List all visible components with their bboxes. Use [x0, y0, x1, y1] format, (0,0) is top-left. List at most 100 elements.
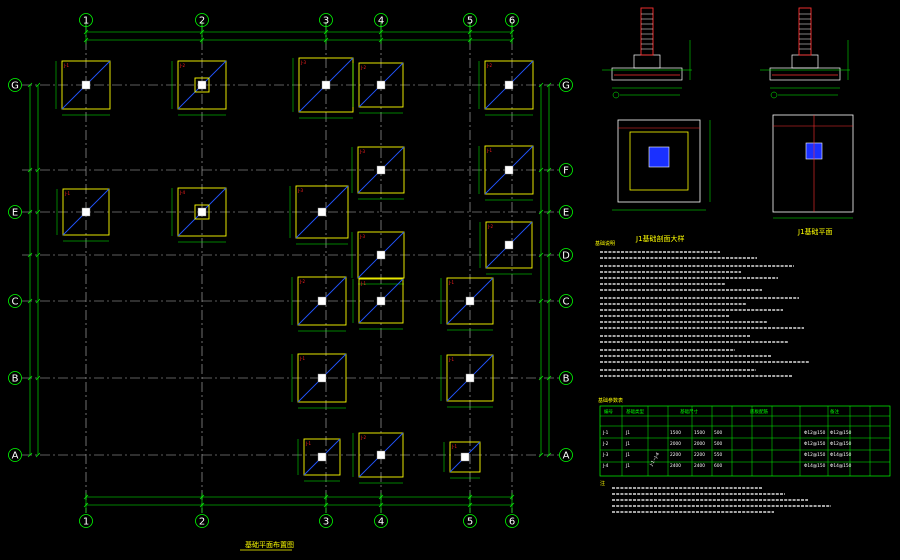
table-header: 编号 — [604, 408, 613, 415]
column-square — [317, 207, 327, 217]
table-header: 基础尺寸 — [680, 408, 698, 415]
table-cell: 2200 — [670, 452, 681, 458]
table-cell: J-1 — [602, 430, 609, 436]
table-cell: 2000 — [670, 441, 681, 447]
column-rebar — [798, 7, 812, 56]
table-cell: J1 — [625, 441, 630, 447]
footing-16: J-1 — [291, 353, 347, 409]
dim-tick — [546, 167, 552, 173]
column-square — [197, 207, 207, 217]
dim-tick — [538, 252, 544, 258]
axis-bubble-1 — [79, 514, 93, 528]
footing-outline — [484, 60, 534, 110]
table-cell: Φ12@150 — [804, 430, 826, 436]
table-cell: J-3 — [602, 452, 609, 458]
axis-bubble-label-G: G — [11, 81, 19, 92]
plan-title: 基础平面布置图 — [245, 540, 294, 549]
column-square — [376, 165, 386, 175]
footing-14: J-1 — [352, 278, 404, 330]
footing-outline — [62, 188, 110, 236]
column-square — [317, 373, 327, 383]
table-title: 基础参数表 — [598, 397, 623, 404]
column-square — [376, 450, 386, 460]
axis-bubble-2 — [195, 514, 209, 528]
plan-column — [648, 146, 670, 168]
table-cell: 2200 — [694, 452, 705, 458]
axis-bubble-A — [559, 448, 573, 462]
table-cell: 2000 — [694, 441, 705, 447]
pedestal-outline — [194, 77, 210, 93]
dim-tick — [35, 167, 41, 173]
plan-detail-title: J1基础平面 — [797, 227, 833, 236]
dim-tick — [27, 298, 33, 304]
table-cell: 2400 — [694, 463, 705, 469]
table-cell: J1 — [625, 463, 630, 469]
footing-label: J-1 — [448, 280, 454, 285]
column-square — [504, 240, 514, 250]
axis-bubble-label-5: 5 — [467, 16, 473, 27]
footing-3: J-3 — [292, 57, 354, 119]
footing-20: J-1 — [443, 441, 481, 479]
axis-bubble-label-5: 5 — [467, 517, 473, 528]
detail-layer — [602, 7, 854, 219]
column-square — [317, 296, 327, 306]
axis-bubble-6 — [505, 13, 519, 27]
footing-label: J-3 — [359, 149, 365, 154]
plan-outer — [772, 114, 854, 213]
pedestal-outline — [194, 204, 210, 220]
axis-bubble-B — [8, 371, 22, 385]
dim-tick — [538, 167, 544, 173]
table-notes-label: 注 — [600, 480, 605, 487]
dim-tick — [546, 252, 552, 258]
axis-bubble-5 — [463, 514, 477, 528]
table-border — [599, 405, 891, 477]
axis-bubble-label-2: 2 — [199, 517, 205, 528]
footing-8: J-1 — [56, 188, 110, 242]
dim-tick — [35, 252, 41, 258]
axis-bubble-2 — [195, 13, 209, 27]
column-square — [376, 296, 386, 306]
axis-bubble-label-4: 4 — [378, 517, 384, 528]
footing-outline — [358, 432, 404, 478]
footing-label: J-1 — [360, 281, 366, 286]
dim-tick — [538, 452, 544, 458]
dim-tick — [546, 375, 552, 381]
dim-tick — [35, 298, 41, 304]
axis-bubble-C — [8, 294, 22, 308]
footing-label: J-1 — [299, 356, 305, 361]
table-rotated-label: J-1~J-4 — [648, 451, 661, 468]
column-square — [465, 296, 475, 306]
table-cell: J1 — [625, 452, 630, 458]
plan-detail-2 — [772, 114, 854, 219]
axis-bubble-label-G: G — [562, 81, 570, 92]
footing-label: J-3 — [300, 60, 306, 65]
dim-tick — [546, 82, 552, 88]
table-cell: 1500 — [670, 430, 681, 436]
column-square — [460, 452, 470, 462]
table-cell: 2400 — [670, 463, 681, 469]
dim-tick — [27, 209, 33, 215]
footing-outline — [297, 353, 347, 403]
axis-bubble-C — [559, 294, 573, 308]
table-cell: 1500 — [694, 430, 705, 436]
column-square — [504, 80, 514, 90]
footing-outline — [177, 187, 227, 237]
column-square — [504, 165, 514, 175]
axis-bubble-label-2: 2 — [199, 16, 205, 27]
table-cell: Φ12@150 — [830, 430, 852, 436]
dim-tick — [546, 452, 552, 458]
column-square — [465, 373, 475, 383]
dim-tick — [538, 82, 544, 88]
axis-bubble-label-3: 3 — [323, 517, 329, 528]
footing-outline — [297, 276, 347, 326]
footing-label: J-2 — [360, 65, 366, 70]
footing-step — [633, 54, 661, 69]
section-bubble — [612, 91, 620, 99]
section-detail-2 — [760, 7, 850, 99]
footing-outline — [177, 60, 227, 110]
notes-heading: 基础说明 — [595, 240, 615, 247]
column-square — [376, 250, 386, 260]
dim-tick — [27, 375, 33, 381]
table-cell: 550 — [714, 452, 722, 458]
